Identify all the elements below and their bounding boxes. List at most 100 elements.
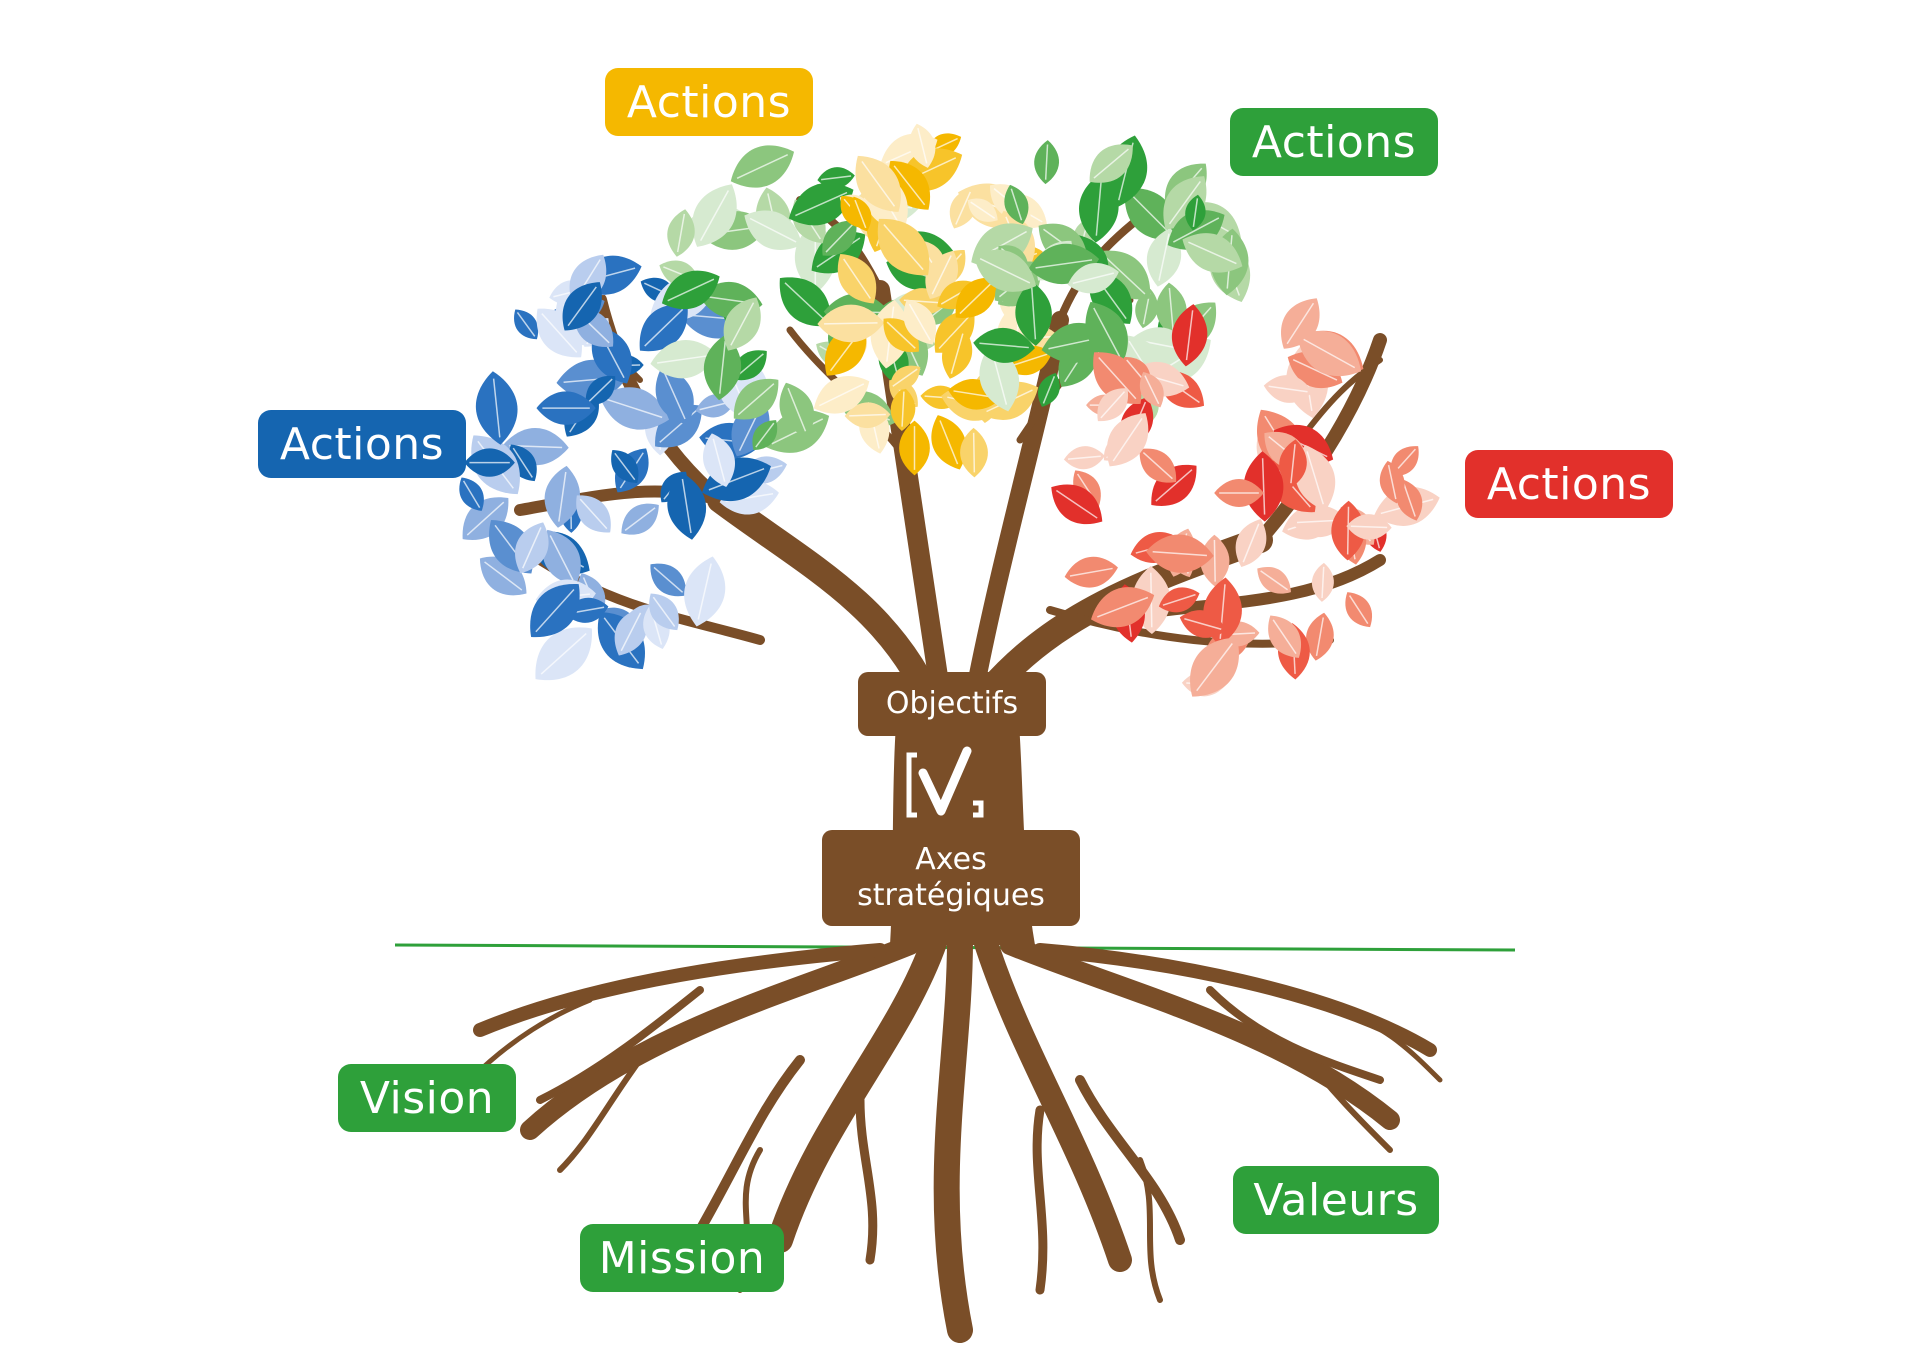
leaf-vein	[699, 190, 730, 242]
leaf-vein	[749, 217, 797, 243]
leaf-vein	[1306, 451, 1324, 505]
leaf-vein	[541, 313, 578, 353]
leaf-vein	[892, 368, 918, 387]
leaf-vein	[484, 561, 523, 591]
leaf-vein	[697, 563, 712, 620]
leaf-vein	[466, 501, 505, 536]
leaf-vein	[718, 341, 727, 394]
leaf-vein	[730, 302, 755, 346]
leaf-vein	[1162, 593, 1196, 606]
leaf-vein	[558, 471, 567, 522]
leaf-vein	[1272, 619, 1297, 655]
leaf-vein	[972, 432, 976, 473]
leaf-vein	[1072, 272, 1114, 285]
leaf-vein	[708, 468, 765, 491]
leaf-vein	[1112, 417, 1143, 462]
leaf-vein	[624, 507, 656, 531]
leaf-vein	[970, 201, 996, 219]
leaf-vein	[567, 286, 597, 327]
leaf-vein	[854, 199, 867, 229]
leaf-vein	[1286, 302, 1315, 345]
leaf-vein	[755, 422, 775, 448]
leaf-vein	[1303, 338, 1356, 369]
leaf-vein	[1387, 464, 1397, 500]
leaf-vein	[901, 391, 905, 427]
leaf-vein	[1260, 570, 1288, 591]
bracket-checkmark-icon	[905, 745, 985, 825]
leaf-vein	[535, 588, 575, 633]
leaf-vein	[492, 378, 501, 438]
leaf-vein	[824, 322, 878, 325]
leaf-vein	[512, 447, 533, 478]
leaf-vein	[1196, 643, 1233, 692]
axes-line-1: Axes	[915, 842, 987, 877]
leaf-vein	[588, 378, 613, 403]
leaf-vein	[1055, 489, 1098, 519]
leaf-vein	[955, 191, 972, 225]
leaf-vein	[657, 354, 711, 364]
leaf-vein	[667, 278, 715, 302]
leaf-vein	[1031, 287, 1037, 340]
leaf-vein	[522, 527, 542, 569]
leaf-vein	[681, 478, 692, 534]
actions-label-blue: Actions	[258, 410, 466, 478]
leaf-vein	[1213, 539, 1216, 582]
leaf-vein	[516, 312, 536, 337]
leaf-vein	[825, 223, 854, 253]
leaf-vein	[1093, 148, 1129, 179]
leaf-vein	[736, 154, 789, 179]
leaves	[459, 123, 1440, 697]
mission-label: Mission	[580, 1224, 784, 1292]
leaf-vein	[819, 383, 865, 407]
leaf-vein	[1184, 617, 1222, 631]
leaf-vein	[1403, 483, 1416, 517]
leaf-vein	[1044, 144, 1049, 180]
leaf-vein	[886, 321, 916, 349]
leaf-vein	[737, 383, 775, 416]
leaf-vein	[950, 333, 964, 374]
actions-label-green: Actions	[1230, 108, 1438, 176]
leaf-vein	[579, 498, 608, 530]
leaf-vein	[1158, 233, 1170, 281]
leaf-vein	[1173, 217, 1220, 243]
leaf-vein	[1242, 523, 1260, 563]
leaf-vein	[1185, 310, 1194, 361]
leaf-vein	[1035, 259, 1093, 269]
leaf-vein	[1144, 375, 1160, 405]
leaf-vein	[1168, 181, 1201, 225]
leaf-vein	[1095, 179, 1102, 236]
leaf-vein	[620, 612, 642, 652]
leaf-vein	[883, 224, 924, 271]
leaf-vein	[1152, 550, 1207, 557]
leaf-vein	[1097, 596, 1149, 618]
leaf-vein	[1346, 506, 1350, 555]
leaf-vein	[1290, 444, 1296, 484]
leaf-vein	[549, 535, 574, 581]
leaf-vein	[1261, 458, 1266, 515]
leaf-vein	[652, 596, 676, 627]
leaf-vein	[849, 413, 886, 417]
leaf-vein	[979, 342, 1029, 349]
leaf-vein	[908, 303, 931, 341]
leaf-vein	[917, 127, 928, 164]
vision-label: Vision	[338, 1064, 516, 1132]
leaf-vein	[938, 314, 971, 349]
leaf-vein	[606, 398, 663, 419]
leaf-vein	[1155, 469, 1193, 502]
leaf-vein	[843, 258, 871, 299]
leaf-vein	[787, 387, 807, 432]
leaf-vein	[784, 282, 827, 322]
leaf-vein	[1292, 359, 1338, 381]
leaf-vein	[1192, 198, 1199, 227]
leaf-vein	[1100, 391, 1126, 419]
leaf-vein	[1067, 455, 1101, 460]
leaf-vein	[653, 566, 684, 593]
leaf-vein	[1098, 356, 1137, 400]
actions-label-red: Actions	[1465, 450, 1673, 518]
axes-strategiques-label: Axes stratégiques	[822, 830, 1080, 926]
leaf-vein	[644, 308, 684, 347]
leaf-vein	[1188, 241, 1237, 265]
leaf-vein	[1168, 287, 1174, 332]
